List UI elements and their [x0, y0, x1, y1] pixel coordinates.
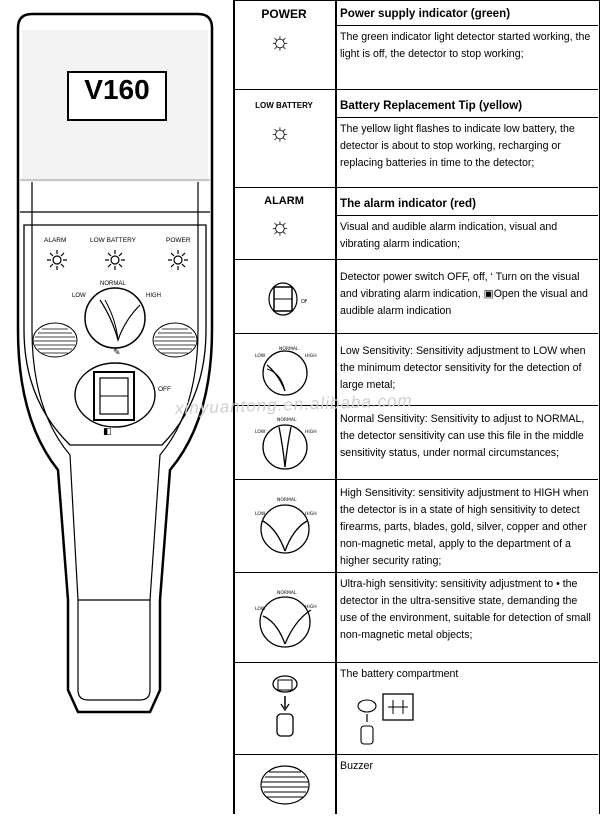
low-label: LOW	[72, 293, 86, 299]
svg-text:NORMAL: NORMAL	[277, 590, 297, 596]
power-icon-label: POWER	[261, 7, 307, 21]
svg-text:LOW: LOW	[255, 353, 266, 359]
alarm-label: ALARM	[44, 237, 67, 244]
model-label: V160	[84, 74, 150, 105]
row-text: Low Sensitivity: Sensitivity adjustment …	[340, 345, 586, 391]
row-text: High Sensitivity: sensitivity adjustment…	[340, 487, 589, 567]
row-low-sensitivity: LOW NORMAL HIGH Low Sensitivity: Sensiti…	[233, 333, 598, 406]
high-label: HIGH	[146, 293, 161, 299]
normal-label: NORMAL	[100, 281, 126, 287]
row-normal-sensitivity: LOW NORMAL HIGH Normal Sensitivity: Sens…	[233, 405, 598, 480]
svg-text:LOW: LOW	[255, 511, 266, 517]
svg-text:HIGH: HIGH	[305, 604, 317, 610]
svg-text:NORMAL: NORMAL	[277, 497, 297, 503]
low-battery-icon-label: LOW BATTERY	[255, 101, 313, 110]
row-buzzer: Buzzer	[233, 754, 598, 814]
device-drawing: ✎ ◧ V160 ALARM LOW BATTERY POWER NORMAL …	[0, 0, 232, 814]
row-title: The alarm indicator (red)	[336, 195, 598, 216]
feature-table: POWER ☼ Power supply indicator (green) T…	[233, 0, 600, 814]
knob-normal-icon: LOW NORMAL HIGH	[255, 417, 317, 470]
buzzer-icon	[260, 765, 310, 805]
svg-text:LOW: LOW	[255, 429, 266, 435]
svg-text:◧: ◧	[103, 427, 112, 437]
row-high-sensitivity: LOW NORMAL HIGH High Sensitivity: sensit…	[233, 479, 598, 573]
low-battery-label: LOW BATTERY	[90, 237, 136, 244]
row-body: The green indicator light detector start…	[340, 31, 591, 60]
svg-text:NORMAL: NORMAL	[277, 417, 297, 423]
off-label: OFF	[158, 386, 171, 393]
row-text: Normal Sensitivity: Sensitivity to adjus…	[340, 413, 585, 459]
alarm-icon-label: ALARM	[264, 195, 304, 207]
svg-text:HIGH: HIGH	[305, 429, 317, 435]
row-alarm: ALARM ☼ The alarm indicator (red) Visual…	[233, 187, 598, 260]
knob-low-icon: LOW NORMAL HIGH	[255, 346, 317, 396]
row-text: Ultra-high sensitivity: sensitivity adju…	[340, 578, 591, 641]
row-text: Detector power switch OFF, off, ‘ Turn o…	[340, 271, 588, 317]
power-label: POWER	[166, 237, 191, 244]
svg-text:OFF: OFF	[301, 299, 307, 305]
knob-ultra-icon: LOW NORMAL HIGH	[255, 590, 317, 648]
svg-text:✎: ✎	[113, 348, 121, 358]
row-text: Buzzer	[340, 760, 373, 772]
sun-icon: ☼	[269, 119, 291, 146]
sun-icon: ☼	[269, 213, 291, 240]
battery-icon	[272, 675, 298, 737]
svg-text:LOW: LOW	[255, 606, 266, 612]
svg-text:HIGH: HIGH	[305, 511, 317, 517]
row-body: Visual and audible alarm indication, vis…	[340, 221, 558, 250]
row-ultra-sensitivity: LOW NORMAL HIGH Ultra-high sensitivity: …	[233, 572, 598, 663]
row-body: The yellow light flashes to indicate low…	[340, 123, 575, 169]
row-text: The battery compartment	[340, 668, 459, 680]
svg-text:HIGH: HIGH	[305, 353, 317, 359]
knob-high-icon: LOW NORMAL HIGH	[255, 497, 317, 554]
row-power: POWER ☼ Power supply indicator (green) T…	[233, 0, 598, 90]
row-low-battery: LOW BATTERY ☼ Battery Replacement Tip (y…	[233, 89, 598, 188]
row-title: Power supply indicator (green)	[336, 5, 598, 26]
battery-diagram-icon	[357, 693, 414, 745]
row-battery: The battery compartment	[233, 662, 598, 755]
svg-text:NORMAL: NORMAL	[279, 346, 299, 352]
sun-icon: ☼	[269, 28, 291, 55]
row-title: Battery Replacement Tip (yellow)	[336, 97, 598, 118]
switch-icon: OFF	[268, 282, 307, 316]
row-power-switch: OFF Detector power switch OFF, off, ‘ Tu…	[233, 259, 598, 334]
